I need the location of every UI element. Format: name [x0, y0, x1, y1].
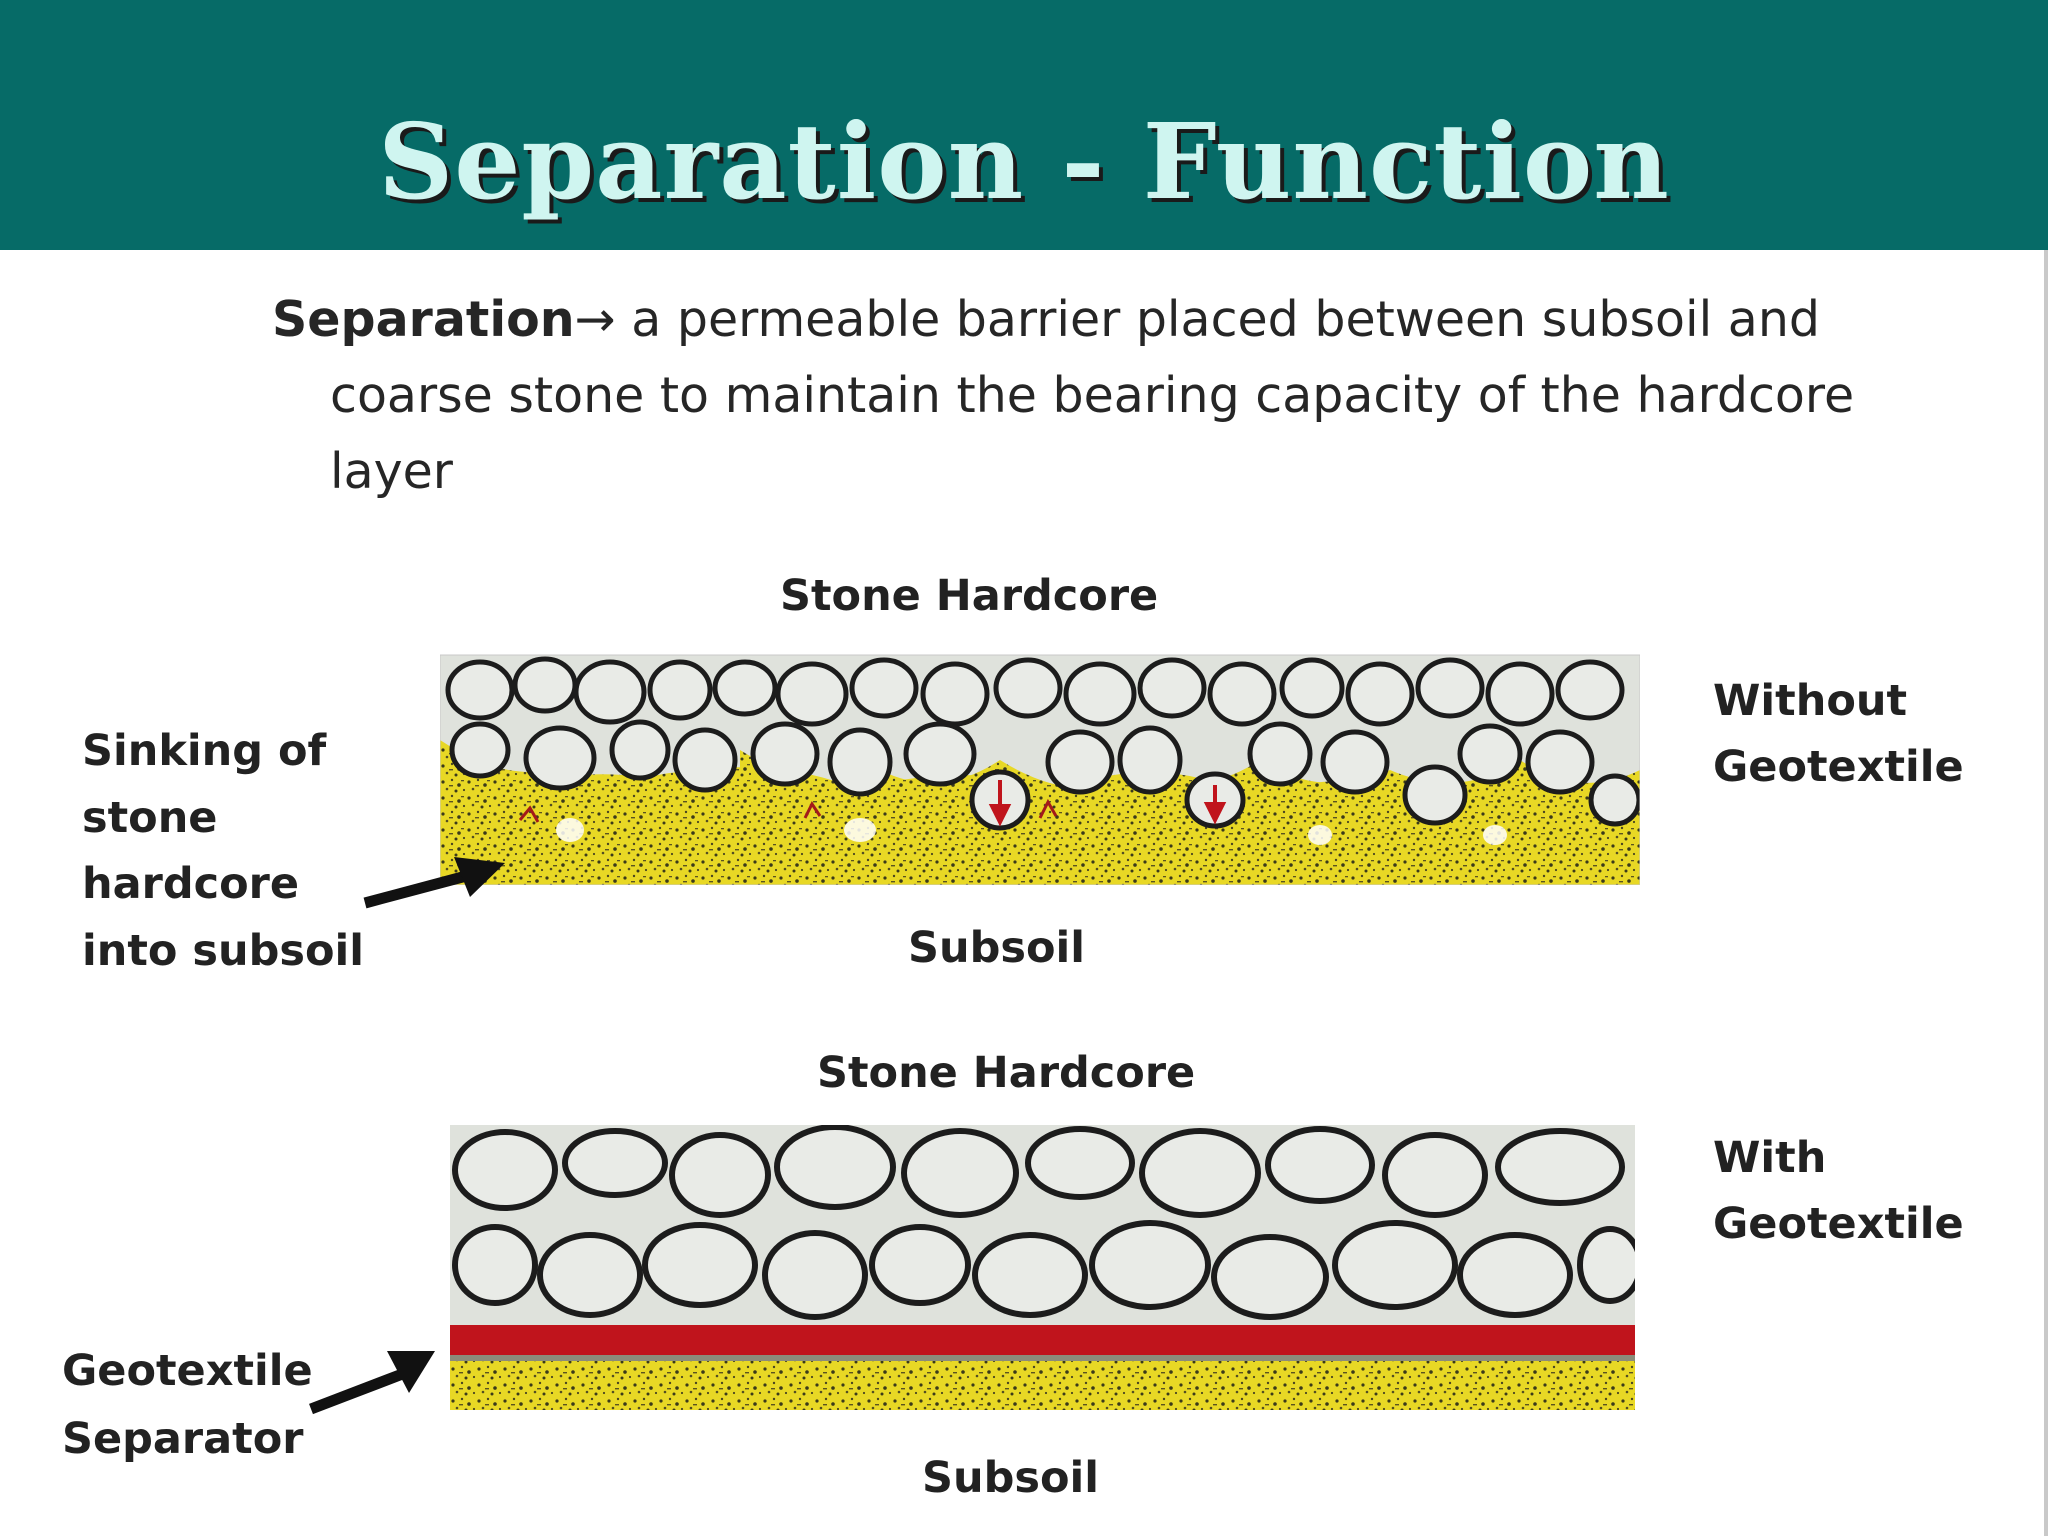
top-diagram-without-geotextile: [440, 654, 1640, 885]
top-stone-hardcore-label: Stone Hardcore: [780, 571, 1159, 621]
definition-term: Separation: [272, 291, 575, 348]
geotextile-separator-layer: [450, 1325, 1635, 1355]
sinking-label-line-1: Sinking of: [82, 726, 327, 776]
definition-line-3: layer: [330, 443, 453, 500]
arrow-right-icon: →: [574, 291, 616, 348]
slide-edge: [2044, 250, 2048, 1536]
definition-line-2: coarse stone to maintain the bearing cap…: [330, 367, 1855, 424]
down-arrow-icon: [988, 780, 1227, 827]
bottom-diagram-with-geotextile: [450, 1125, 1635, 1410]
definition-line-1: Separation→ a permeable barrier placed b…: [272, 282, 1972, 358]
pointer-arrow-icon: [363, 857, 505, 909]
definition-text: Separation→ a permeable barrier placed b…: [272, 282, 1972, 510]
sinking-label-line-2: stone: [82, 793, 218, 843]
without-label-line-2: Geotextile: [1713, 742, 1964, 792]
bottom-subsoil-label: Subsoil: [922, 1453, 1099, 1503]
top-subsoil-label: Subsoil: [908, 923, 1085, 973]
slide-title: Separation - Function: [378, 100, 1670, 223]
title-bar: Separation - Function: [0, 0, 2048, 250]
pointer-arrow-icon: [309, 1351, 435, 1415]
without-label-line-1: Without: [1713, 676, 1908, 726]
bottom-subsoil-layer: [450, 1361, 1635, 1410]
definition-rest: a permeable barrier placed between subso…: [615, 291, 1820, 348]
with-label-line-1: With: [1713, 1133, 1827, 1183]
separator-label-line-2: Separator: [62, 1414, 304, 1464]
with-label-line-2: Geotextile: [1713, 1199, 1964, 1249]
sinking-label-line-4: into subsoil: [82, 926, 365, 976]
separator-label-line-1: Geotextile: [62, 1346, 313, 1396]
sinking-label-line-3: hardcore: [82, 859, 300, 909]
bottom-stone-hardcore-label: Stone Hardcore: [817, 1048, 1196, 1098]
